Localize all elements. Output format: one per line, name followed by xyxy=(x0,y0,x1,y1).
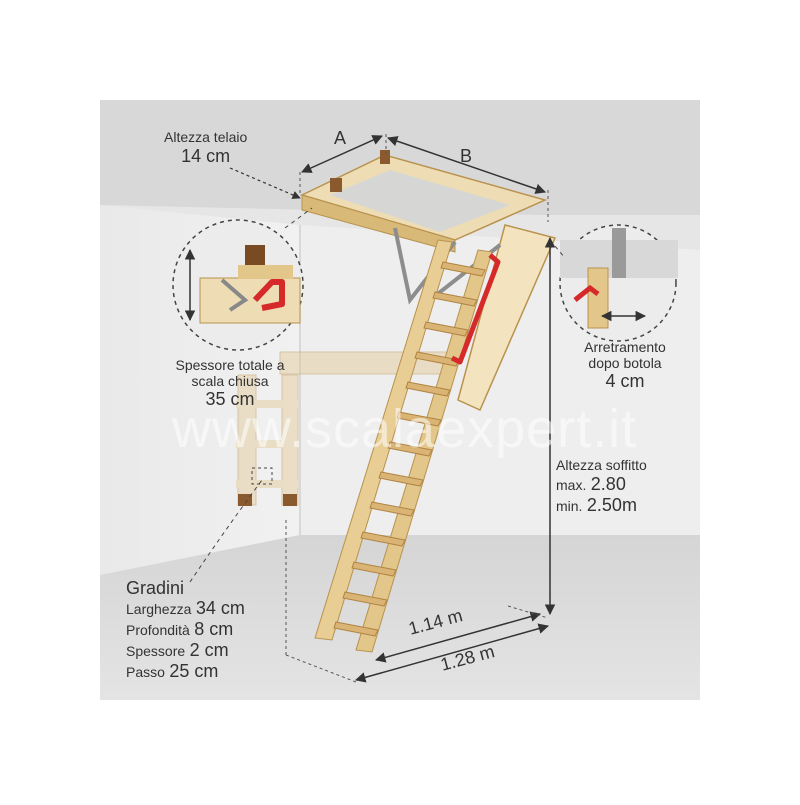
hatch-insulation xyxy=(330,170,510,232)
steps-row-label: Spessore xyxy=(126,642,186,659)
ladder-rungs xyxy=(333,261,486,637)
ceiling-height-label: Altezza soffitto max. 2.80 min. 2.50m xyxy=(556,457,647,515)
folded-ladder-ghost xyxy=(236,351,456,506)
setback-line1: Arretramento xyxy=(584,339,666,355)
setback-label: Arretramento dopo botola 4 cm xyxy=(570,339,680,392)
hatch-frame-side xyxy=(301,194,456,253)
frame-block-left xyxy=(380,150,390,164)
ceiling-max-label: max. xyxy=(556,476,587,493)
steps-row-value: 25 cm xyxy=(169,660,219,681)
steps-title: Gradini xyxy=(126,578,185,598)
ladder-rail-left xyxy=(314,239,453,641)
steps-spec: Gradini Larghezza 34 cm Profondità 8 cm … xyxy=(126,578,245,682)
steps-row-label: Passo xyxy=(126,663,165,680)
steps-row-value: 34 cm xyxy=(195,598,245,619)
steps-row-label: Profondità xyxy=(126,622,190,639)
frame-height-arrow xyxy=(229,167,301,199)
steps-row-label: Larghezza xyxy=(126,601,192,618)
frame-block-right xyxy=(330,178,342,192)
hatch-door xyxy=(457,224,557,411)
steps-row-value: 8 cm xyxy=(194,619,234,640)
setback-value: 4 cm xyxy=(605,371,645,392)
footprint-ext-right xyxy=(507,605,549,619)
ghost-foot-right xyxy=(283,494,297,506)
ceiling-height-title: Altezza soffitto xyxy=(556,457,647,473)
frame-height-value: 14 cm xyxy=(181,145,231,166)
dimension-a-line xyxy=(301,135,383,173)
dimension-a-label: A xyxy=(334,128,347,148)
ceiling-min-label: min. xyxy=(556,497,583,514)
total-thickness-line1: Spessore totale a xyxy=(175,357,285,373)
frame-height-title: Altezza telaio xyxy=(164,129,248,145)
ceiling-min-value: 2.50m xyxy=(586,494,637,515)
detail-circle-left xyxy=(172,219,304,351)
detail-leader-left xyxy=(284,207,313,229)
total-thickness-label: Spessore totale a scala chiusa 35 cm xyxy=(160,357,300,410)
ghost-foot-left xyxy=(238,494,252,506)
dimension-b-label: B xyxy=(460,146,473,166)
frame-height-label: Altezza telaio 14 cm xyxy=(164,129,248,166)
ceiling-max-value: 2.80 xyxy=(590,473,626,494)
footprint-outer-line xyxy=(354,623,550,683)
footprint-ext-left xyxy=(285,654,357,683)
setback-line2: dopo botola xyxy=(588,354,662,371)
total-thickness-value: 35 cm xyxy=(205,389,255,410)
steps-row-value: 2 cm xyxy=(189,639,229,660)
watermark: www.scalaexpert.it xyxy=(172,399,638,459)
dimension-b-line xyxy=(387,136,546,194)
total-thickness-line2: scala chiusa xyxy=(191,372,269,389)
detail-circle-right xyxy=(559,224,678,342)
handrail xyxy=(450,253,501,365)
